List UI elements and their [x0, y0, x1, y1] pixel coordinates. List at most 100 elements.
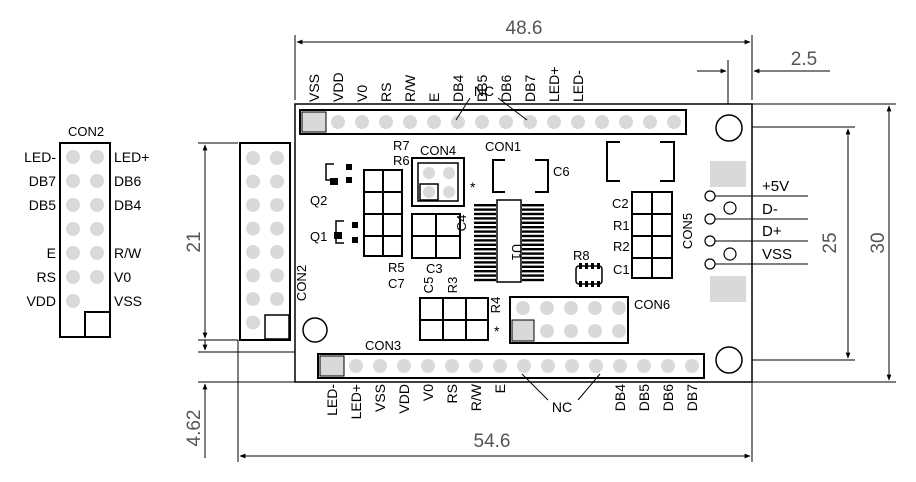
- bottom-nc-leader-1: [521, 373, 549, 401]
- u1-pin-left: [474, 234, 496, 238]
- bottom-header-pin: [493, 359, 507, 373]
- con6-pin: [564, 301, 578, 315]
- u1-pin-right: [522, 230, 544, 233]
- bottom-header-pin: [397, 359, 411, 373]
- top-header-pin: [523, 115, 537, 129]
- con6-pin: [612, 324, 626, 338]
- con4-pin: [423, 167, 435, 179]
- con2-left-pin-label: LED-: [24, 149, 56, 165]
- con2-left-pin-label: DB5: [29, 197, 56, 213]
- con2-board-pin: [246, 268, 260, 283]
- c2-label: C2: [612, 196, 629, 211]
- mount-hole-top-right: [715, 114, 743, 142]
- usb-shell-bottom: [710, 276, 746, 302]
- r8-label: R8: [573, 248, 590, 263]
- q1-label: Q1: [310, 229, 327, 244]
- bottom-nc-leader-2: [577, 373, 601, 401]
- bottom-header-pin-label: DB5: [636, 384, 652, 411]
- con4-label: CON4: [420, 143, 456, 158]
- con2-left-pin-label: DB7: [29, 173, 56, 189]
- u1-pin-left: [474, 274, 496, 277]
- usb-pin-label: +5V: [762, 178, 789, 195]
- con2-board-pin: [270, 292, 284, 306]
- q1-pad-b: [352, 222, 358, 228]
- bottom-header-pin: [445, 359, 459, 373]
- u1-pin-left: [474, 208, 496, 211]
- con2-board-pin: [246, 151, 260, 165]
- con2-pin: [90, 198, 104, 212]
- u1-pin-left: [474, 261, 496, 264]
- usb-pin: [704, 190, 716, 202]
- u1-pin-left: [474, 270, 496, 273]
- con2-board-pin1: [264, 314, 290, 340]
- u1-pin-right: [522, 217, 544, 220]
- con2-board-pin: [270, 245, 284, 259]
- con6-connector: CON6 *: [494, 296, 670, 344]
- c6-label: C6: [553, 164, 570, 179]
- usb-hole-top: [723, 201, 737, 215]
- r8-pad: [579, 263, 582, 269]
- bottom-header-pin: [469, 359, 483, 373]
- top-header-pin: [499, 115, 513, 129]
- bottom-header-pin: [589, 359, 603, 373]
- u1-pin-right: [522, 256, 544, 260]
- top-header-pin-label: LED+: [546, 67, 562, 102]
- c3-label: C3: [426, 261, 443, 276]
- u1-pin-left: [474, 252, 496, 255]
- u1-pin-left: [474, 221, 496, 224]
- con2-pin: [66, 150, 80, 164]
- top-header-pin: [571, 115, 585, 129]
- top-header-pin: [451, 115, 465, 129]
- con2-right-pin-label: LED+: [114, 149, 149, 165]
- bottom-header-pin1: [319, 355, 345, 377]
- bottom-header-pin-label: LED+: [348, 384, 364, 419]
- r8-pad: [579, 281, 582, 287]
- usb-shell-top: [710, 161, 746, 187]
- con2-right-pin-label: R/W: [114, 245, 142, 261]
- con2-pin: [90, 246, 104, 260]
- con2-pin: [66, 174, 80, 188]
- bottom-header-pin: [541, 359, 555, 373]
- u1-pin-right: [522, 212, 544, 216]
- transistor-q1: Q1: [310, 220, 358, 244]
- bottom-header-pin-label: LED-: [324, 384, 340, 416]
- r8-pad: [591, 263, 594, 269]
- u1-body: [496, 199, 522, 283]
- bottom-header-pin: [517, 359, 531, 373]
- mount-hole-left: [302, 317, 328, 343]
- resistor-r8: R8: [573, 248, 603, 287]
- con2-pin: [66, 270, 80, 284]
- con2-board-outline: [239, 142, 291, 341]
- con2-board-label: CON2: [294, 265, 309, 301]
- bottom-header-pin: [565, 359, 579, 373]
- capacitor-block-top: [606, 141, 675, 182]
- con6-pins: [516, 301, 626, 338]
- top-header-pin: [403, 115, 417, 129]
- top-nc-leader-1: [455, 97, 471, 121]
- u1-pin-right: [522, 243, 544, 246]
- u1-pin-right: [522, 226, 544, 229]
- dim-bottom-width: 54.6: [474, 431, 511, 452]
- con6-star: *: [494, 323, 500, 339]
- con6-pin: [516, 301, 530, 315]
- con1-connector: [492, 159, 549, 193]
- top-header-pin-label: R/W: [402, 74, 418, 102]
- r5-label: R5: [388, 260, 405, 275]
- top-header-pin: [643, 115, 657, 129]
- passive-array-bottom: [419, 297, 489, 341]
- r2-label: R2: [613, 239, 630, 254]
- r6-label: R6: [393, 153, 410, 168]
- passive-array-right: [631, 191, 673, 279]
- bottom-nc-label: NC: [552, 399, 572, 415]
- bottom-header-pin-label: VDD: [396, 384, 412, 414]
- u1-pin-right: [522, 204, 544, 207]
- u1-pin-left: [474, 256, 496, 260]
- con4-connector: CON4 *: [411, 143, 476, 207]
- top-header-pin-label: VSS: [306, 74, 322, 102]
- u1-pin-right: [522, 234, 544, 238]
- q1-pad-c: [352, 237, 358, 243]
